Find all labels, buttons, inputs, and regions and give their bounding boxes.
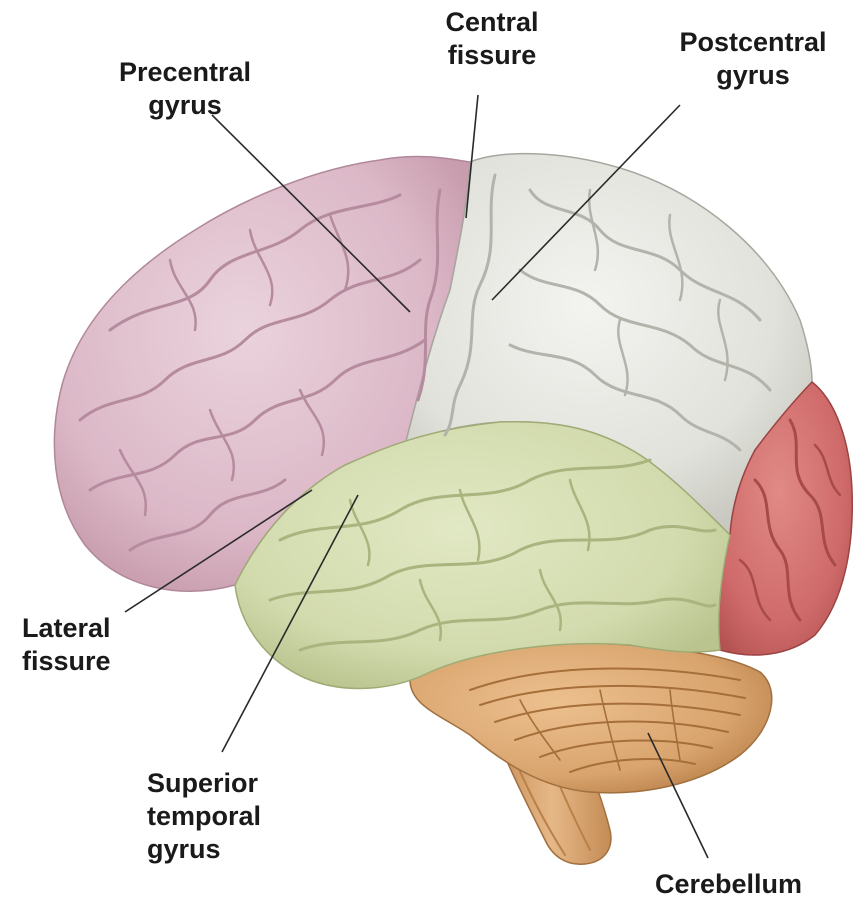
label-cerebellum: Cerebellum [655,868,845,901]
label-precentral-gyrus: Precentral gyrus [105,56,265,122]
label-superior-temporal-gyrus: Superior temporal gyrus [147,767,297,866]
cerebellum [410,642,772,793]
label-central-fissure: Central fissure [427,6,557,72]
label-lateral-fissure: Lateral fissure [22,612,142,678]
label-postcentral-gyrus: Postcentral gyrus [658,26,848,92]
